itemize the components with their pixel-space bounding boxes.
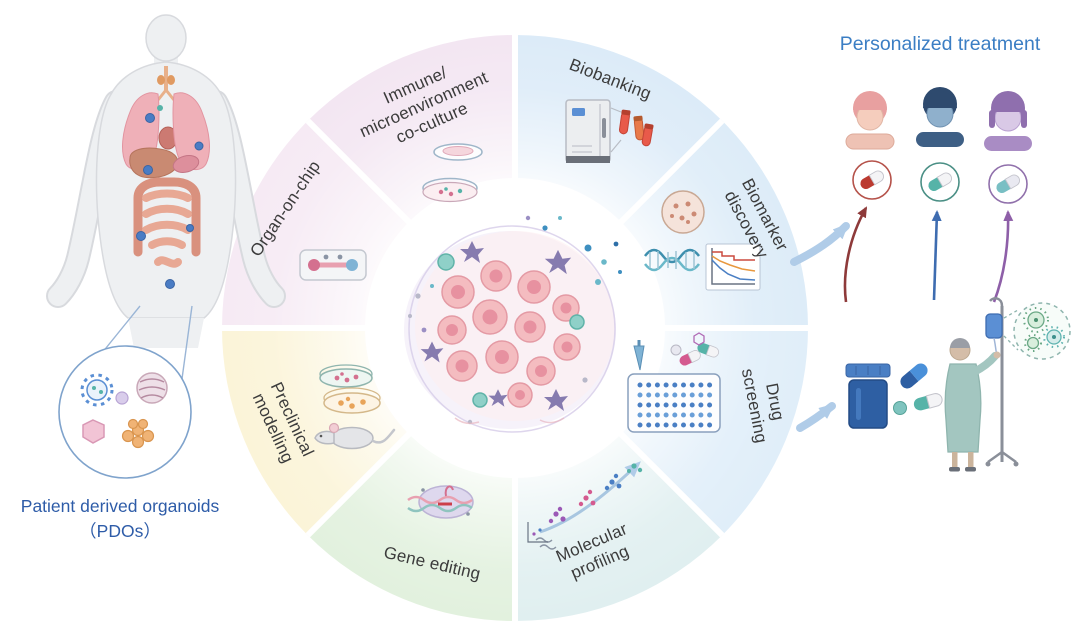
pill-circle-3: [988, 164, 1028, 204]
organoid-pink-icon: [82, 419, 105, 444]
patient-2-avatar: [916, 87, 964, 147]
organoid-orange-icon: [121, 418, 155, 449]
iv-bag-icon: [985, 313, 1003, 339]
organoid-striped-icon: [136, 372, 168, 404]
crispr-icon: [407, 485, 474, 519]
freezer-icon: [565, 99, 622, 163]
treatment-arrow-purple: [992, 210, 1014, 303]
pdo-caption-line-1: Patient derived organoids: [20, 496, 220, 516]
stellate-cells: [420, 241, 572, 411]
microfluidic-chip-icon: [299, 249, 367, 281]
organoid-small-icon: [115, 391, 129, 405]
pdo-caption-line-2: （PDOs）: [79, 520, 161, 541]
patient-3-avatar: [984, 91, 1032, 151]
iv-pole-icon: [985, 297, 1019, 467]
sample-tubes-icon: [618, 109, 654, 147]
dna-icon: [644, 248, 700, 272]
flow-arrow-bottom: [796, 402, 836, 432]
pdo-caption: Patient derived organoids （PDOs）: [21, 494, 219, 543]
tumor-nodules: [136, 113, 204, 289]
survival-curve-chart-icon: [705, 243, 761, 291]
preclinical-dishes-icon: [319, 364, 381, 414]
pdo-magnifier-circle: [58, 305, 193, 479]
coculture-dish-icon: [422, 143, 483, 203]
screening-pills-icon: [670, 332, 719, 366]
mouse-icon: [314, 422, 396, 450]
well-plate-icon: [627, 373, 721, 433]
pill-circle-2: [920, 162, 960, 202]
pill-circle-1: [852, 160, 892, 200]
personalized-treatment-title: Personalized treatment: [839, 33, 1041, 55]
omics-scatter-icon: [527, 461, 643, 550]
flow-arrow-top: [790, 222, 850, 266]
biomarker-dish-icon: [661, 190, 705, 234]
loose-pills-icon: [893, 363, 943, 415]
pill-bottle-icon: [845, 363, 891, 429]
human-body-illustration: [46, 14, 286, 348]
organoid-center-illustration: [365, 178, 665, 478]
organoid-blue-icon: [80, 373, 114, 407]
cell-therapy-magnifier: [1003, 302, 1071, 360]
pipette-icon: [633, 340, 645, 371]
treatment-arrow-red: [843, 206, 868, 303]
patient-1-avatar: [845, 91, 895, 150]
treatment-arrow-blue: [931, 210, 942, 301]
patient-with-iv-illustration: [944, 338, 1001, 472]
